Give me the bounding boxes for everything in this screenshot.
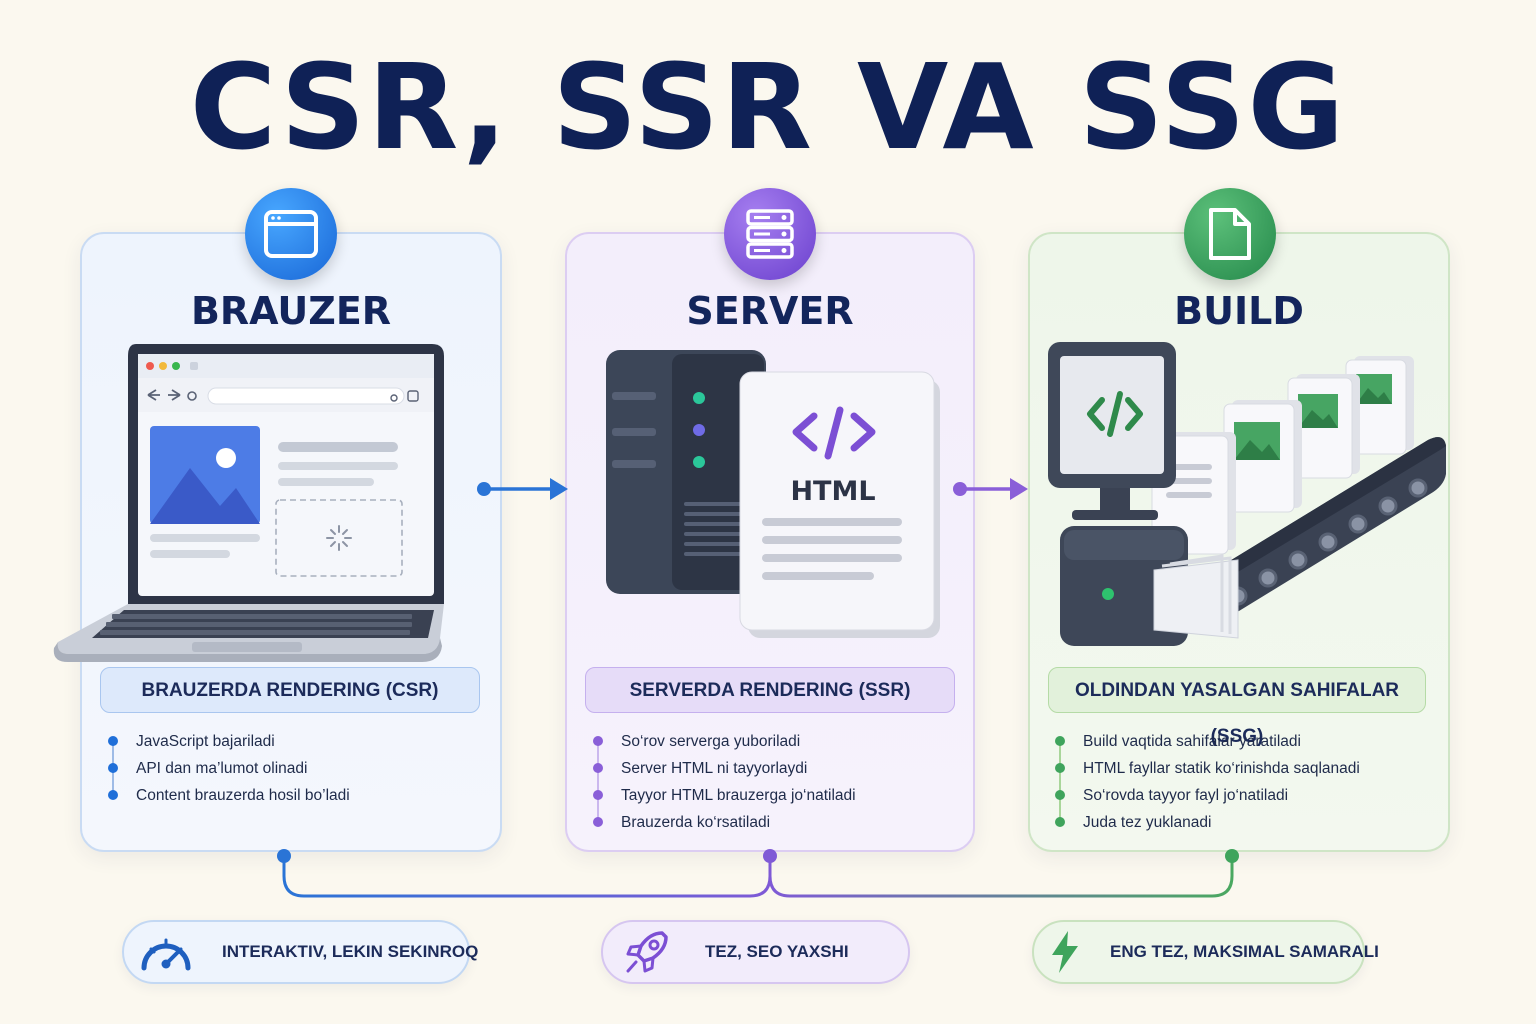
build-conveyor-illustration bbox=[1048, 342, 1446, 646]
list-item: HTML fayllar statik ko‘rinishda saqlanad… bbox=[1055, 755, 1360, 782]
ssg-summary-label: ENG TEZ, MAKSIMAL SAMARALI bbox=[1110, 942, 1379, 961]
ssg-heading: BUILD bbox=[1174, 289, 1304, 333]
ssg-step-text: Build vaqtida sahifalar yaratiladi bbox=[1083, 733, 1301, 750]
lightning-icon bbox=[1048, 928, 1082, 976]
ssr-subtitle: SERVERDA RENDERING (SSR) bbox=[585, 667, 955, 713]
ssr-step-text: Brauzerda ko‘rsatiladi bbox=[621, 814, 771, 831]
browser-window-icon bbox=[245, 188, 337, 280]
csr-summary-label: INTERAKTIV, LEKIN SEKINROQ bbox=[222, 942, 479, 961]
ssg-subtitle: OLDINDAN YASALGAN SAHIFALAR (SSG) bbox=[1048, 667, 1426, 747]
ssr-step-text: Server HTML ni tayyorlaydi bbox=[621, 760, 808, 777]
list-item: Tayyor HTML brauzerga jo‘natiladi bbox=[593, 782, 856, 809]
list-item: So‘rovda tayyor fayl jo‘natiladi bbox=[1055, 782, 1360, 809]
laptop-browser-illustration bbox=[53, 344, 444, 662]
file-document-icon bbox=[1184, 188, 1276, 280]
ssr-summary-pill: TEZ, SEO YAXSHI bbox=[601, 920, 910, 984]
ssr-heading: SERVER bbox=[686, 289, 854, 333]
list-item: Brauzerda ko‘rsatiladi bbox=[593, 809, 856, 836]
ssg-steps-list: Build vaqtida sahifalar yaratiladi HTML … bbox=[1055, 728, 1360, 836]
list-item: Build vaqtida sahifalar yaratiladi bbox=[1055, 728, 1360, 823]
bottom-connector-lines bbox=[282, 856, 1234, 898]
list-item: Juda tez yuklanadi bbox=[1055, 809, 1360, 836]
page-title: CSR, SSR VA SSG bbox=[189, 38, 1347, 176]
csr-heading: BRAUZER bbox=[190, 289, 392, 333]
ssr-step-text: So‘rov serverga yuboriladi bbox=[621, 733, 801, 750]
csr-subtitle: BRAUZERDA RENDERING (CSR) bbox=[100, 667, 480, 713]
arrow-csr-to-ssr bbox=[477, 478, 568, 500]
ssg-step-text: So‘rovda tayyor fayl jo‘natiladi bbox=[1083, 787, 1289, 804]
csr-step-text: JavaScript bajariladi bbox=[136, 733, 275, 750]
ssr-steps-list: So‘rov serverga yuboriladi Server HTML n… bbox=[593, 728, 856, 836]
ssr-step-text: Tayyor HTML brauzerga jo‘natiladi bbox=[621, 787, 856, 804]
arrow-ssr-to-ssg bbox=[953, 478, 1028, 500]
ssg-summary-pill: ENG TEZ, MAKSIMAL SAMARALI bbox=[1032, 920, 1379, 984]
ssg-step-text: Juda tez yuklanadi bbox=[1083, 814, 1212, 831]
html-label: HTML bbox=[790, 476, 875, 507]
server-rack-icon bbox=[724, 188, 816, 280]
list-item: API dan ma’lumot olinadi bbox=[108, 755, 350, 782]
server-html-illustration: HTML bbox=[606, 350, 940, 638]
csr-summary-pill: INTERAKTIV, LEKIN SEKINROQ bbox=[122, 920, 478, 984]
ssg-step-text: HTML fayllar statik ko‘rinishda saqlanad… bbox=[1083, 760, 1360, 777]
csr-step-text: API dan ma’lumot olinadi bbox=[136, 760, 308, 777]
csr-step-text: Content brauzerda hosil bo’ladi bbox=[136, 787, 350, 804]
list-item: Content brauzerda hosil bo’ladi bbox=[108, 782, 350, 809]
list-item: Server HTML ni tayyorlaydi bbox=[593, 755, 856, 782]
ssr-summary-label: TEZ, SEO YAXSHI bbox=[705, 942, 849, 961]
speedometer-icon bbox=[138, 928, 194, 976]
rocket-icon bbox=[617, 928, 677, 976]
csr-steps-list: JavaScript bajariladi API dan ma’lumot o… bbox=[108, 728, 350, 809]
list-item: So‘rov serverga yuboriladi bbox=[593, 728, 856, 823]
